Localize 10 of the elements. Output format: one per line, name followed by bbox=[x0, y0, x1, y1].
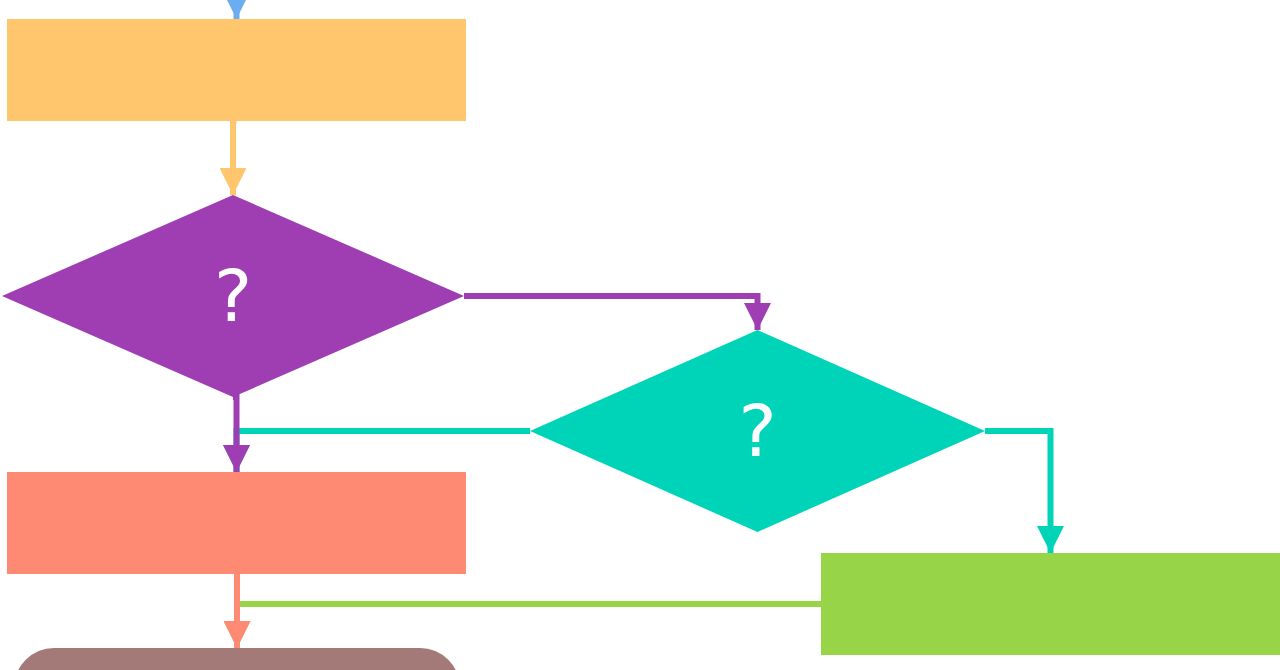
arrow bbox=[223, 394, 250, 472]
decision-diamond bbox=[530, 330, 985, 532]
process-box bbox=[7, 472, 466, 574]
process-box bbox=[7, 19, 466, 121]
question-mark: ? bbox=[213, 260, 253, 332]
process-box bbox=[821, 553, 1280, 655]
arrow bbox=[464, 293, 771, 330]
question-mark: ? bbox=[738, 395, 777, 467]
arrow bbox=[985, 428, 1064, 553]
decision-diamond bbox=[2, 195, 464, 397]
